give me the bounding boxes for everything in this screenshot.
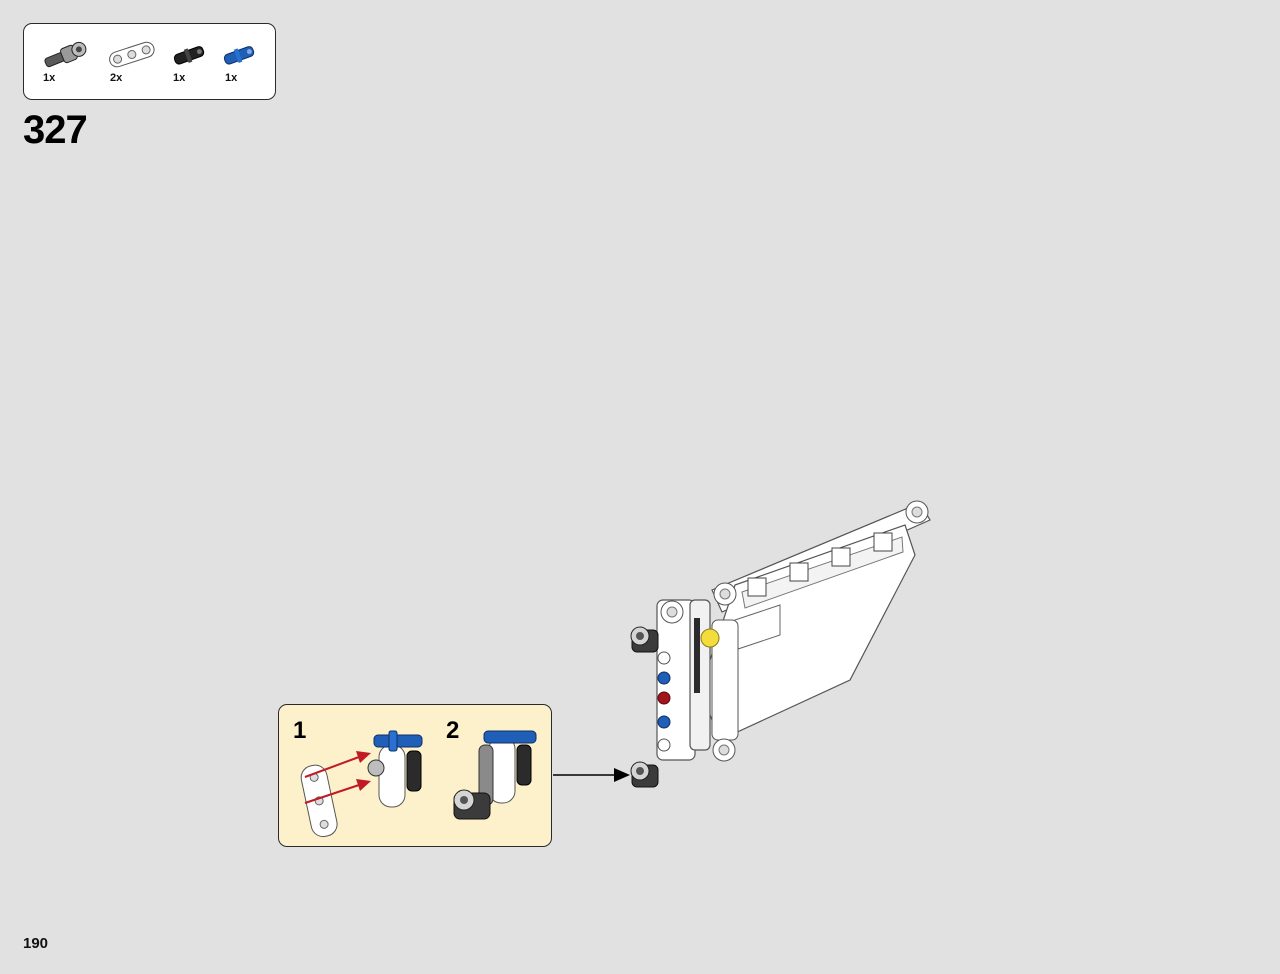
substep-1-beam [300,764,338,838]
part-quantity: 2x [110,72,123,84]
part-item: 1x [40,38,94,96]
blue-pin-icon [223,46,255,65]
page-number: 190 [23,935,49,952]
axle-connector-icon [44,41,87,68]
substep-illustration [300,730,537,838]
substep-number: 2 [446,717,460,744]
substep-number: 1 [293,717,307,744]
part-item: 1x [170,38,224,96]
upper-connector [630,626,659,653]
black-pin-icon [173,46,205,65]
part-quantity: 1x [225,72,238,84]
substep-1-assembly [367,730,423,808]
white-panel [699,524,916,741]
part-item: 2x [106,38,160,96]
vertical-beams [656,582,739,762]
placement-arrow [553,768,630,782]
part-quantity: 1x [43,72,56,84]
part-quantity: 1x [173,72,186,84]
step-number: 327 [23,108,88,152]
substep-2-assembly [453,730,537,820]
lower-connector [630,761,659,788]
white-beam-icon [109,41,155,68]
parts-list-callout: 1x 2x 1x [23,23,276,100]
substep-callout: 1 2 [278,704,552,847]
part-item: 1x [220,38,274,96]
substep-1-arrows [304,751,371,804]
